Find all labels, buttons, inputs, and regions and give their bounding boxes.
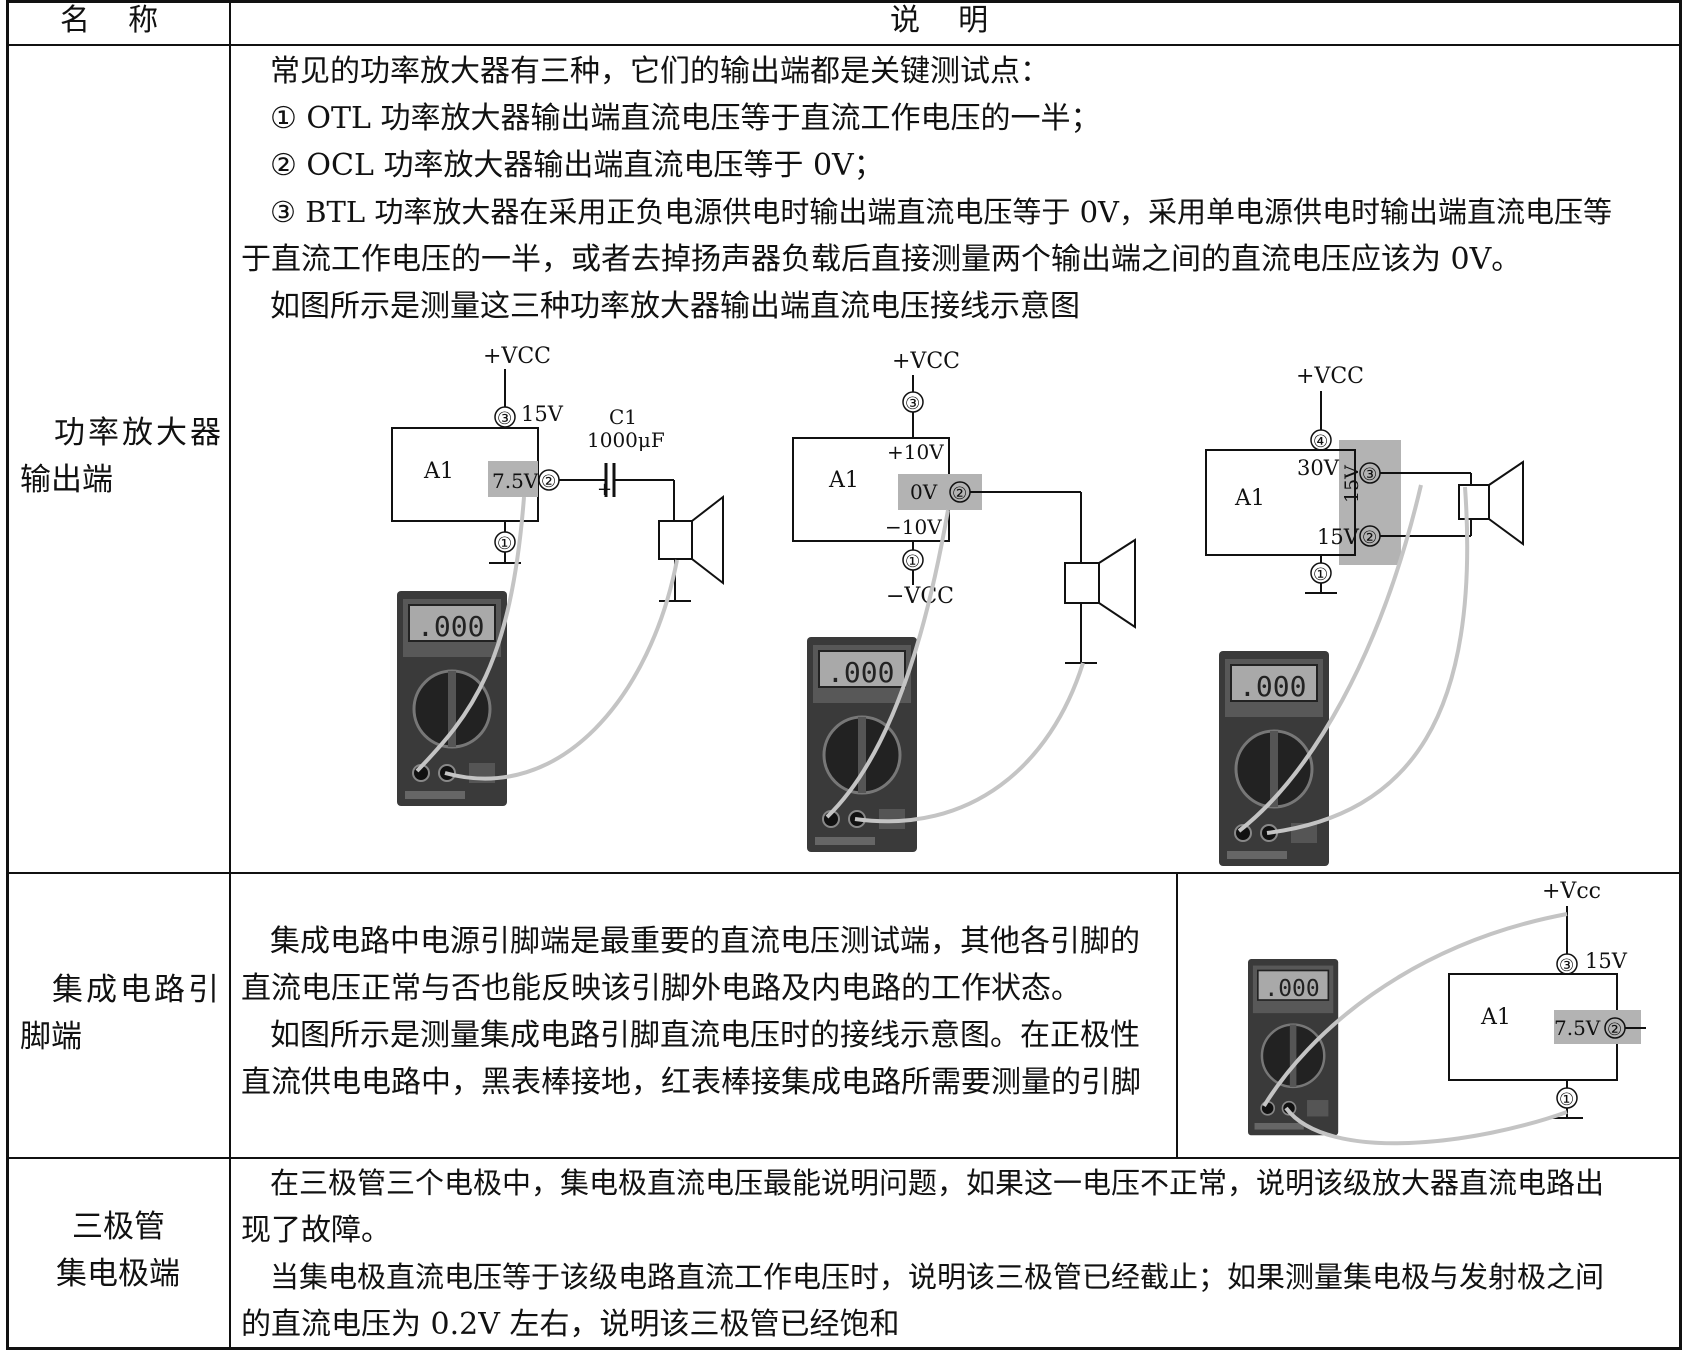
ic-pin2-label: ②: [1607, 1020, 1622, 1040]
row2-line-4: 直流供电电路中，黑表棒接地，红表棒接集成电路所需要测量的引脚: [241, 1065, 1141, 1100]
otl-cap-value: 1000μF: [587, 428, 665, 452]
row3-name-line2: 集电极端: [56, 1256, 180, 1292]
ic-pin3-label: ③: [1559, 956, 1574, 976]
otl-vcc-label: +VCC: [483, 344, 551, 369]
btl-pin4-label: ④: [1313, 432, 1328, 452]
row1-divider: [6, 872, 1682, 874]
ocl-0v-label: 0V: [910, 480, 938, 504]
power-amplifier-figure: .000 +VCC ③ 15V A1 7.5V ② + C1 1000μF ①: [391, 344, 1524, 868]
otl-pin1-label: ①: [497, 534, 512, 554]
row1-line-5: 于直流工作电压的一半，或者去掉扬声器负载后直接测量两个输出端之间的直流电压应该为…: [241, 242, 1522, 277]
ocl-vcc-label: +VCC: [892, 349, 960, 374]
row3-line-3: 当集电极直流电压等于该级电路直流工作电压时，说明该三极管已经截止；如果测量集电极…: [270, 1260, 1605, 1294]
row1-name-line1: 功率放大器: [54, 415, 224, 451]
header-description: 说 明: [890, 3, 989, 38]
ocl-vccn-label: −VCC: [886, 584, 954, 609]
ic-pin-figure: +Vcc ③ 15V A1 7.5V ② ①: [1246, 879, 1646, 1146]
ic-multimeter-icon: [1246, 957, 1340, 1137]
otl-a1-label: A1: [423, 459, 454, 484]
ic-pin1-label: ①: [1559, 1090, 1574, 1110]
row2-line-1: 集成电路中电源引脚端是最重要的直流电压测试端，其他各引脚的: [270, 924, 1140, 959]
otl-highlight: [488, 461, 538, 497]
btl-a1-label: A1: [1234, 486, 1265, 511]
row2-line-2: 直流电压正常与否也能反映该引脚外电路及内电路的工作状态。: [241, 971, 1081, 1006]
row2-name-line2: 脚端: [20, 1019, 82, 1055]
otl-speaker-icon: [658, 520, 693, 560]
row1-line-1: 常见的功率放大器有三种，它们的输出端都是关键测试点：: [270, 54, 1050, 89]
row3-line-4: 的直流电压为 0.2V 左右，说明该三极管已经饱和: [241, 1307, 900, 1342]
btl-a1-block: [1205, 449, 1356, 556]
btl-15v-label: 15V: [1317, 525, 1360, 549]
row1-line-2: ① OTL 功率放大器输出端直流电压等于直流工作电压的一半；: [270, 101, 1101, 136]
row1-line-3: ② OCL 功率放大器输出端直流电压等于 0V；: [270, 148, 884, 183]
ocl-a1-label: A1: [828, 468, 859, 493]
row3-name-line1: 三极管: [72, 1209, 165, 1245]
btl-15v-rotated-label: 15V: [1341, 465, 1363, 503]
header-name: 名 称: [60, 3, 159, 38]
ocl-10v-neg-label: −10V: [885, 515, 942, 539]
btl-pin2-label: ②: [1362, 528, 1377, 548]
otl-c1-label: C1: [609, 405, 637, 429]
ocl-pin1-label: ①: [905, 552, 920, 572]
btl-pin3-label: ③: [1362, 465, 1377, 485]
otl-75v-label: 7.5V: [492, 469, 539, 493]
row1-line-6: 如图所示是测量这三种功率放大器输出端直流电压接线示意图: [270, 289, 1080, 324]
ocl-pin2-label: ②: [952, 484, 967, 504]
btl-vcc-label: +VCC: [1296, 364, 1364, 389]
btl-30v-label: 30V: [1297, 456, 1340, 480]
header-divider: [6, 44, 1682, 46]
row2-line-3: 如图所示是测量集成电路引脚直流电压时的接线示意图。在正极性: [270, 1018, 1140, 1053]
row3-line-2: 现了故障。: [241, 1213, 391, 1248]
otl-pin2-label: ②: [541, 472, 556, 492]
row2-name-line1: 集成电路引: [52, 972, 222, 1008]
ic-75v-label: 7.5V: [1554, 1016, 1601, 1040]
row3-line-1: 在三极管三个电极中，集电极直流电压最能说明问题，如果这一电压不正常，说明该级放大…: [270, 1166, 1605, 1200]
otl-cap-plus: +: [597, 479, 612, 500]
ic-vcc-label: +Vcc: [1542, 879, 1601, 904]
ocl-10v-pos-label: +10V: [887, 440, 944, 464]
column-divider: [229, 0, 231, 1350]
ocl-speaker-icon: [1064, 562, 1100, 604]
row2-figure-divider: [1176, 872, 1178, 1157]
btl-circuit: +VCC ④ 30V 15V ③ A1 15V ② ①: [1205, 364, 1524, 868]
btl-pin1-label: ①: [1313, 565, 1328, 585]
ocl-pin3-label: ③: [905, 394, 920, 414]
btl-highlight: [1339, 440, 1401, 565]
ic-a1-label: A1: [1480, 1005, 1511, 1030]
ocl-highlight: [898, 474, 982, 510]
ic-15v-label: 15V: [1585, 949, 1628, 973]
otl-pin3-label: ③: [497, 409, 512, 429]
ocl-circuit: +VCC ③ +10V A1 0V ② −10V ① −VCC: [792, 349, 1136, 854]
table-frame: [6, 0, 1682, 1350]
row1-line-4: ③ BTL 功率放大器在采用正负电源供电时输出端直流电压等于 0V，采用单电源供…: [270, 195, 1612, 229]
row2-divider: [6, 1157, 1682, 1159]
otl-15v-label: 15V: [521, 402, 564, 426]
otl-circuit: +VCC ③ 15V A1 7.5V ② + C1 1000μF ①: [391, 344, 724, 808]
row1-name-line2: 输出端: [20, 462, 113, 498]
